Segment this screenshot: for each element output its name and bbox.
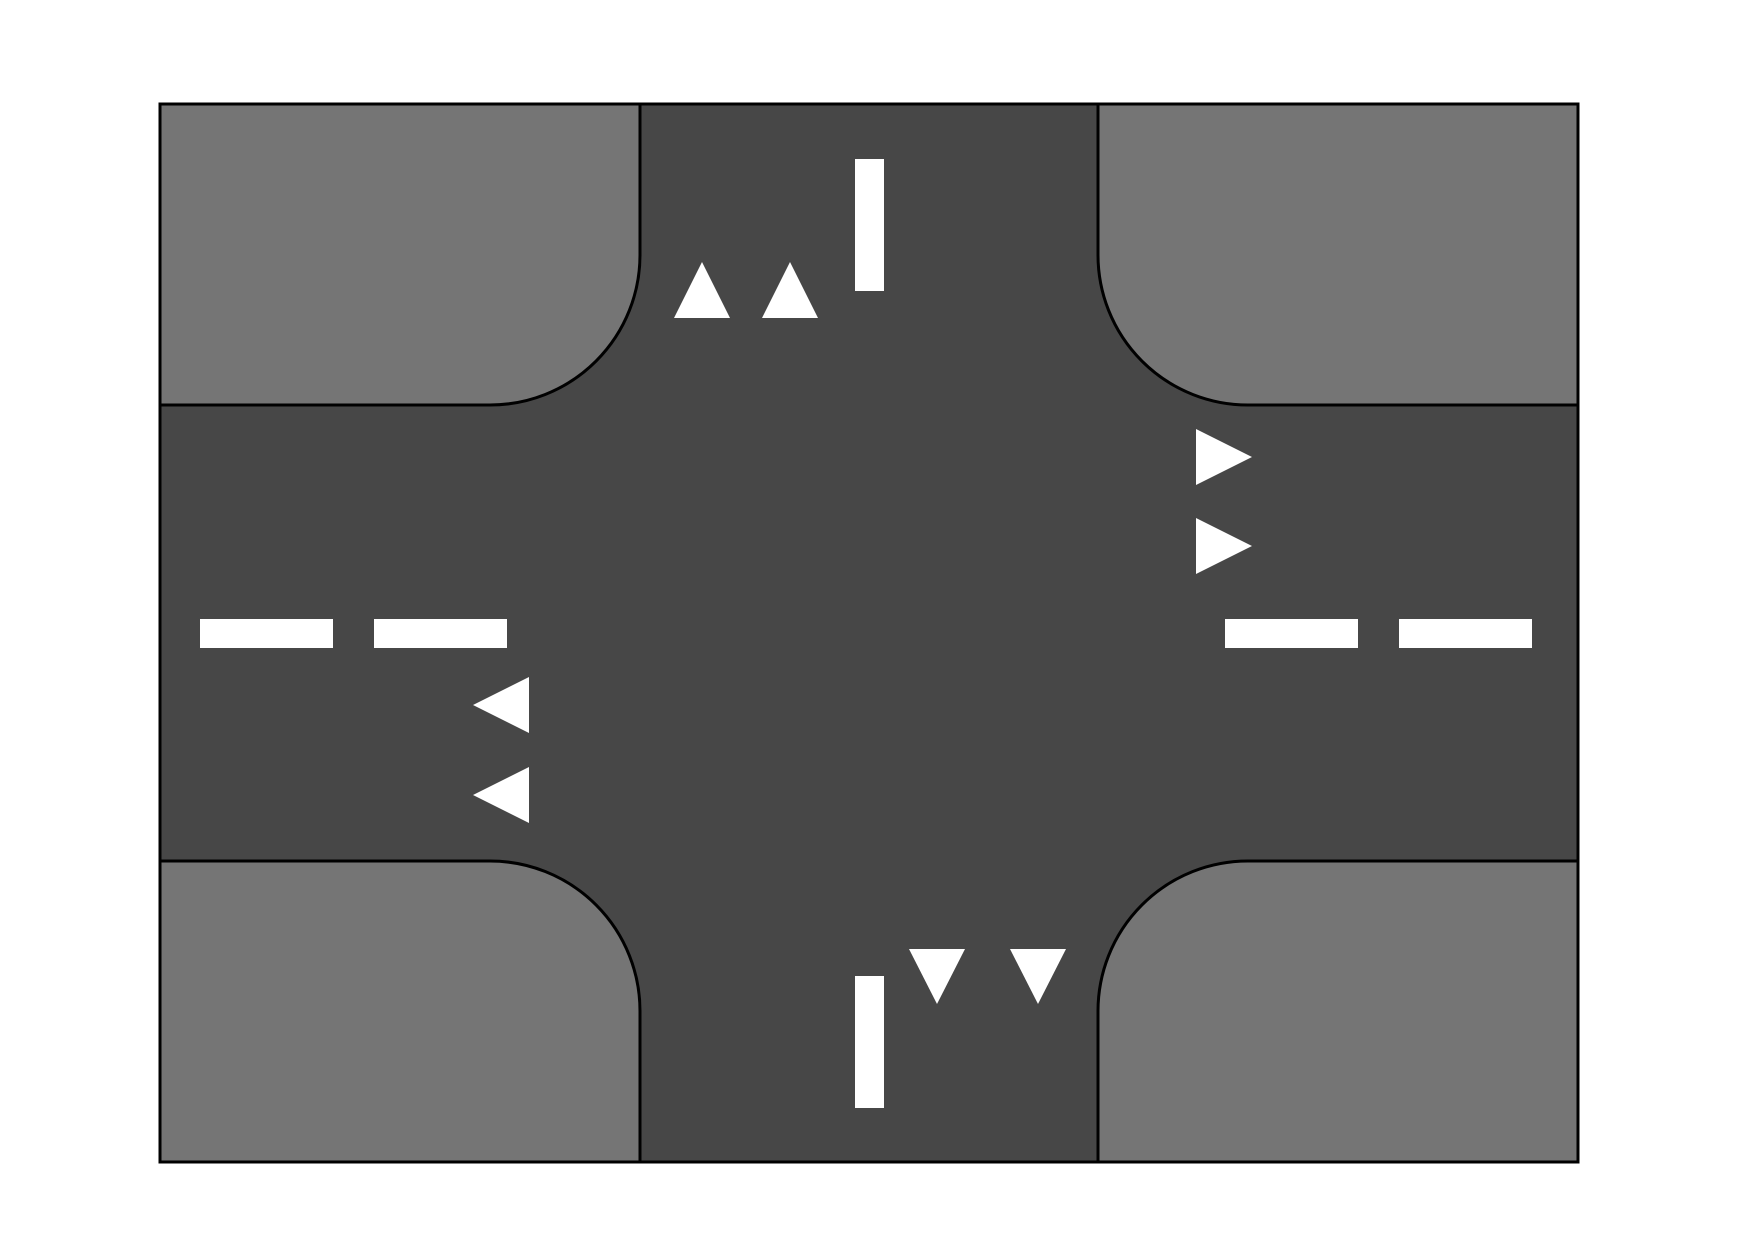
east-arrow-2 [1196,518,1252,574]
south-arrow-1 [909,949,965,1004]
east-arrow-1 [1196,429,1252,485]
lane-divider-north [855,159,884,291]
lane-divider-east-2 [1399,619,1532,648]
south-arrow-2 [1010,949,1066,1004]
corner-block-bottom-right [1096,859,1580,1164]
lane-divider-west-1 [200,619,333,648]
north-arrow-1 [674,262,730,318]
corner-block-top-left [158,102,642,407]
lane-divider-east-1 [1225,619,1358,648]
west-arrow-1 [473,677,529,733]
lane-divider-west-2 [374,619,507,648]
lane-divider-south [855,976,884,1108]
north-arrow-2 [762,262,818,318]
west-arrow-2 [473,767,529,823]
corner-block-top-right [1096,102,1580,407]
corner-block-bottom-left [158,859,642,1164]
